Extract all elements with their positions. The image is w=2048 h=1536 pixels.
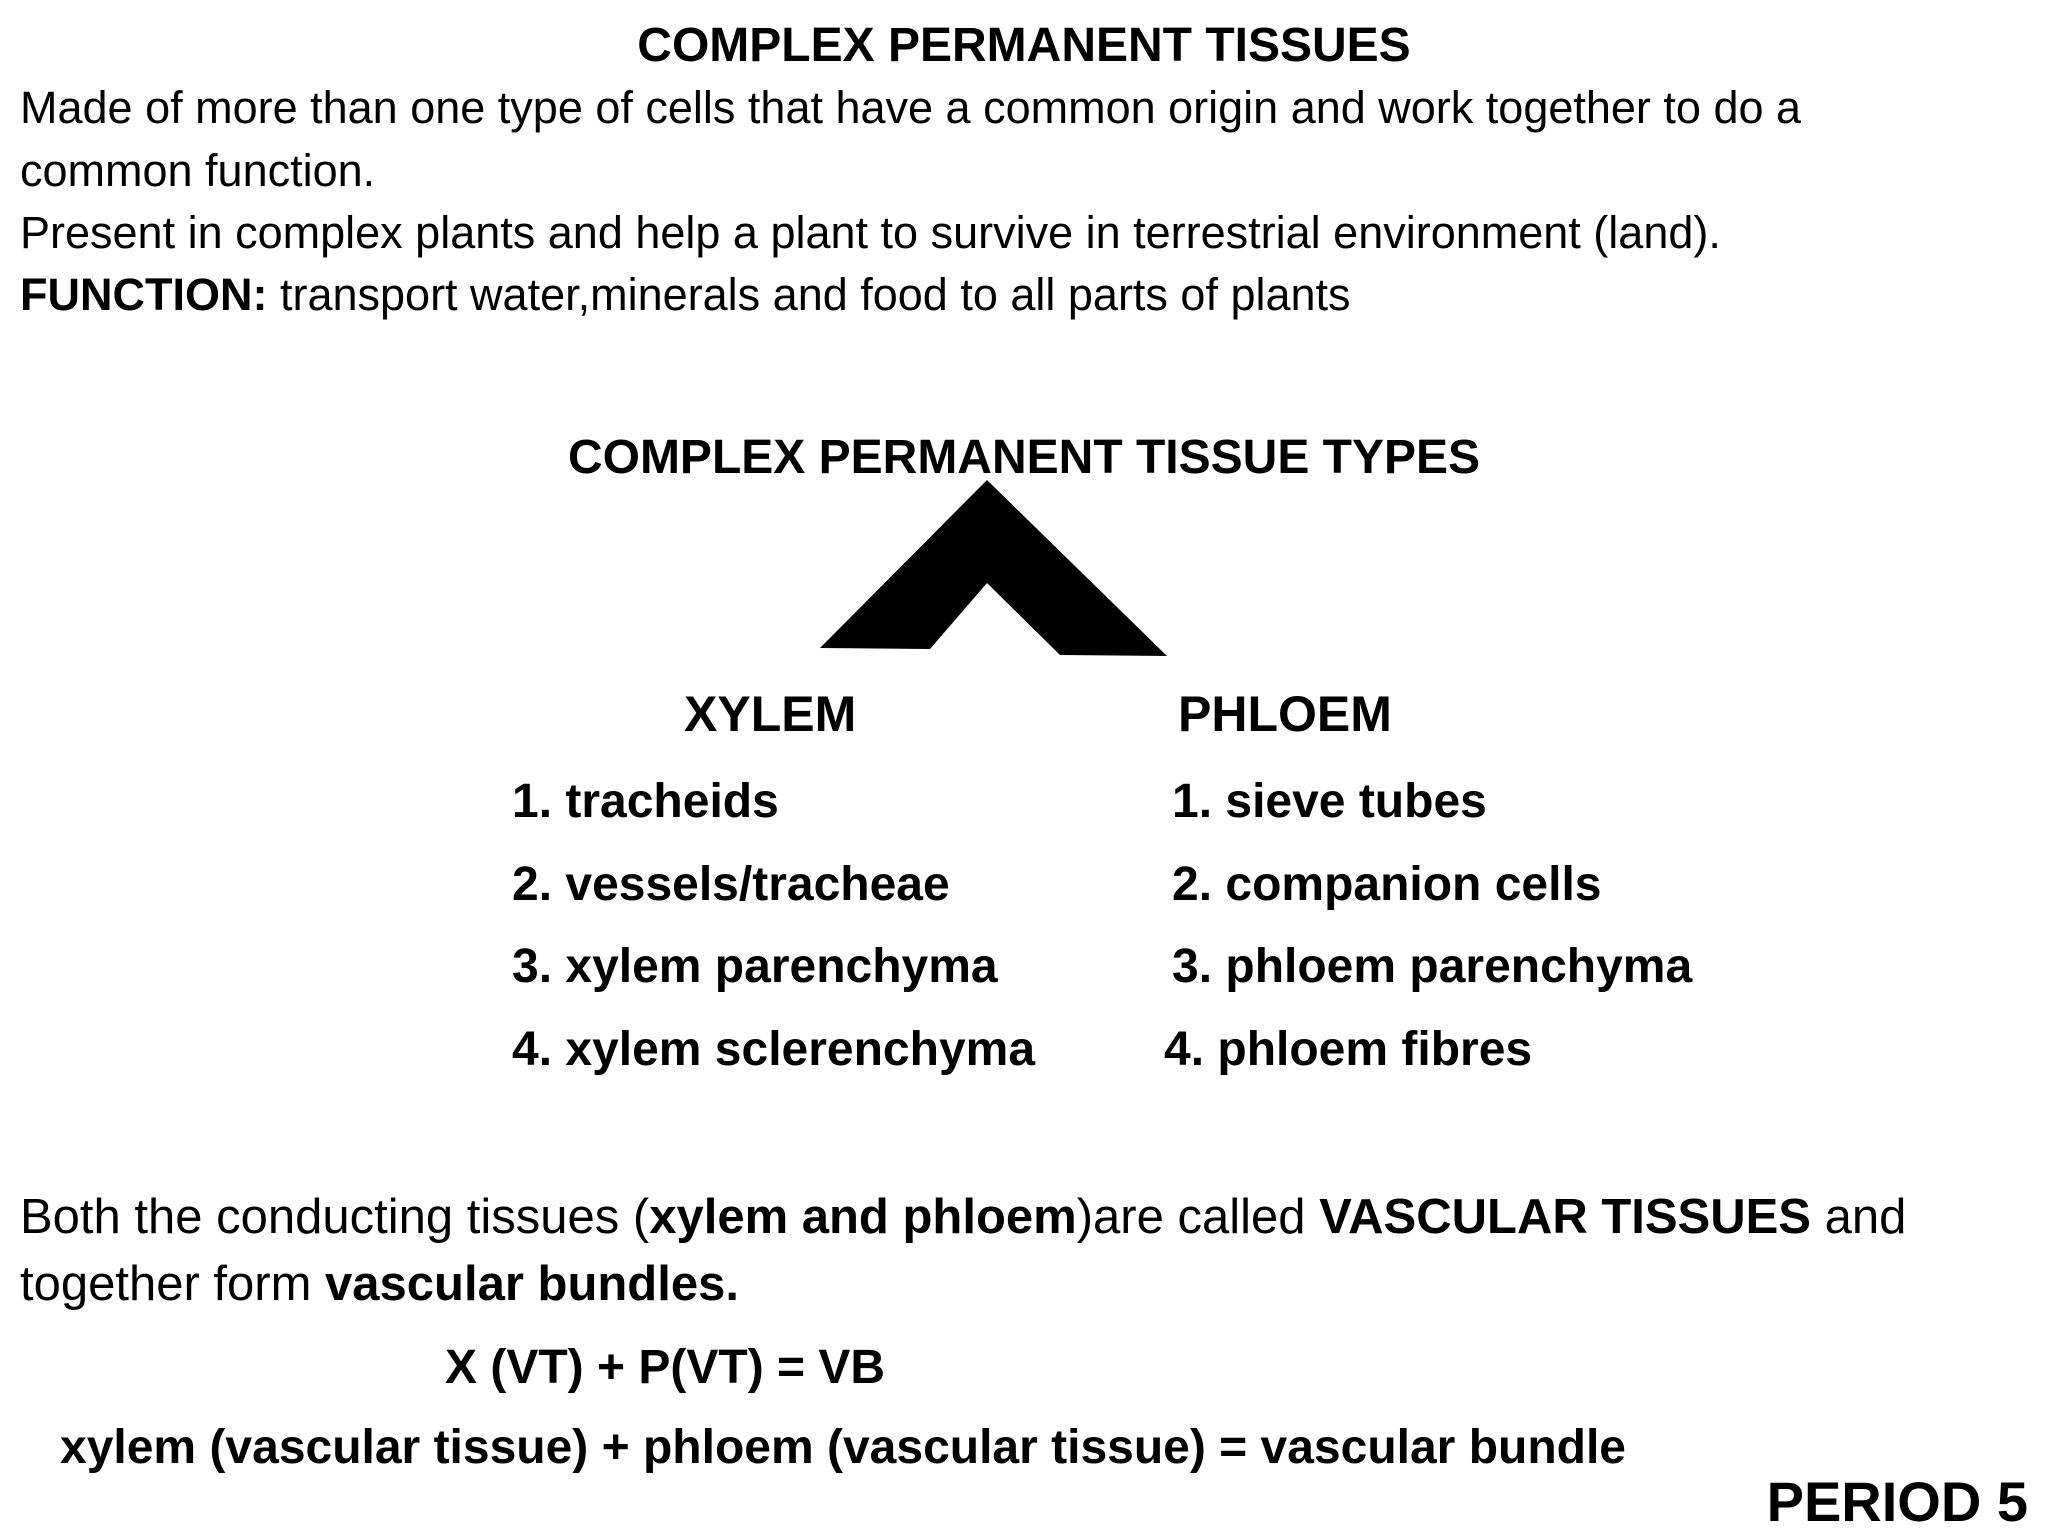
definition-line-1: Made of more than one type of cells that… (20, 82, 1802, 133)
function-line: FUNCTION: transport water,minerals and f… (20, 265, 1351, 325)
definition-line-2: common function. (20, 145, 376, 196)
formula-long: xylem (vascular tissue) + phloem (vascul… (60, 1421, 1626, 1474)
phloem-item-2: 2. companion cells (1172, 858, 1602, 911)
definition-line-3: Present in complex plants and help a pla… (20, 207, 1721, 258)
function-label: FUNCTION: (20, 269, 268, 320)
vascular-line-2: together form vascular bundles. (20, 1251, 739, 1317)
formula-short: X (VT) + P(VT) = VB (445, 1341, 886, 1394)
vascular-line-1: Both the conducting tissues (xylem and p… (20, 1184, 1906, 1250)
xylem-heading: XYLEM (684, 686, 857, 742)
vascular-text-1: Both the conducting tissues ( (20, 1190, 650, 1244)
xylem-item-1: 1. tracheids (512, 775, 779, 828)
phloem-item-3: 3. phloem parenchyma (1172, 940, 1693, 993)
branch-chevron-icon (815, 478, 1175, 673)
phloem-heading: PHLOEM (1178, 686, 1392, 742)
xylem-item-3: 3. xylem parenchyma (512, 940, 998, 993)
vascular-bold-tissues: VASCULAR TISSUES (1319, 1190, 1811, 1244)
phloem-item-4: 4. phloem fibres (1164, 1023, 1533, 1076)
vascular-bold-xylem-phloem: xylem and phloem (649, 1190, 1077, 1244)
period-label: PERIOD 5 (1766, 1470, 2028, 1533)
xylem-item-4: 4. xylem sclerenchyma (512, 1023, 1036, 1076)
vascular-text-3: and (1811, 1190, 1907, 1244)
function-text: transport water,minerals and food to all… (267, 269, 1351, 320)
page-title: COMPLEX PERMANENT TISSUES (637, 19, 1411, 72)
vascular-text-2: )are called (1076, 1190, 1320, 1244)
vascular-text-4: together form (20, 1257, 326, 1311)
xylem-item-2: 2. vessels/tracheae (512, 858, 950, 911)
diagram-title: COMPLEX PERMANENT TISSUE TYPES (567, 431, 1481, 484)
phloem-item-1: 1. sieve tubes (1172, 775, 1487, 828)
vascular-bold-bundles: vascular bundles. (325, 1257, 739, 1311)
